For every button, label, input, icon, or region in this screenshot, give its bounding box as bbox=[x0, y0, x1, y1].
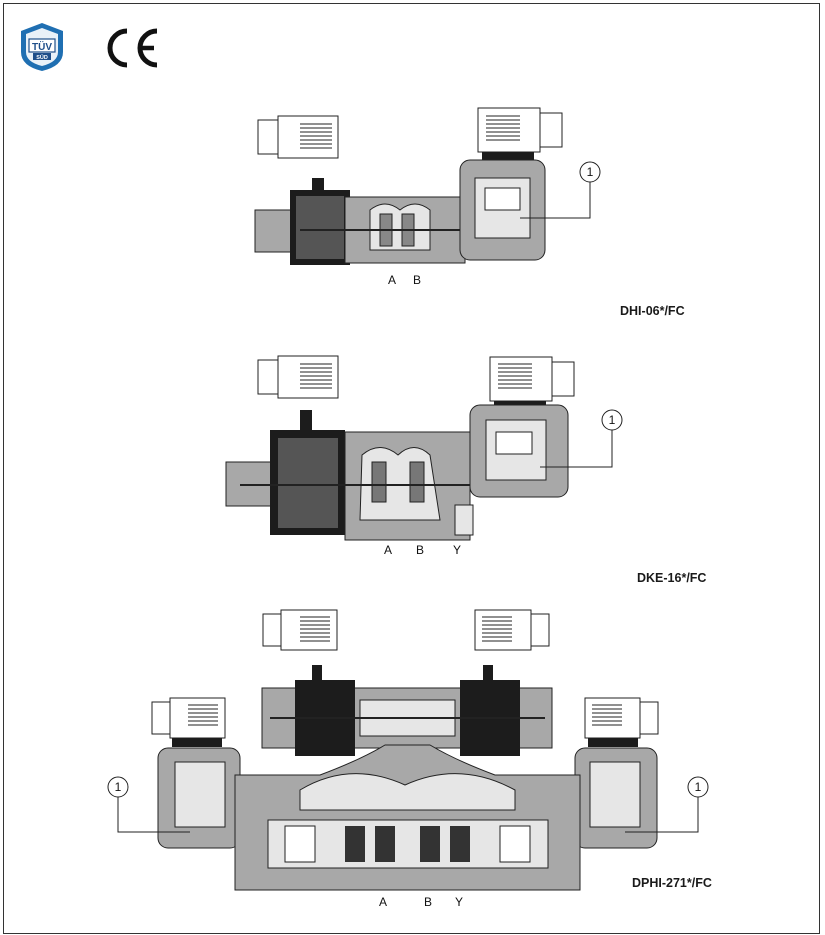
connector-plug-side-right bbox=[584, 697, 659, 747]
valve-body-dhi-06 bbox=[254, 159, 546, 265]
callout-marker-right: 1 bbox=[625, 776, 709, 833]
callout-marker: 1 bbox=[540, 409, 623, 468]
model-label-dke-16: DKE-16*/FC bbox=[637, 571, 707, 585]
callout-number: 1 bbox=[115, 780, 122, 794]
valve-body-dke-16 bbox=[225, 404, 569, 541]
port-label-b: B bbox=[424, 895, 432, 909]
connector-plug-left bbox=[257, 115, 339, 159]
model-label-dhi-06: DHI-06*/FC bbox=[620, 304, 685, 318]
callout-number: 1 bbox=[695, 780, 702, 794]
connector-plug-left bbox=[257, 355, 339, 399]
connector-plug-top-right bbox=[474, 609, 550, 651]
port-label-b: B bbox=[416, 543, 424, 557]
tuv-sud-logo: TÜV SÜD bbox=[21, 23, 63, 71]
callout-marker-left: 1 bbox=[107, 776, 190, 833]
model-label-dphi-271: DPHI-271*/FC bbox=[632, 876, 712, 890]
svg-text:SÜD: SÜD bbox=[36, 54, 48, 61]
connector-plug-side-left bbox=[151, 697, 226, 747]
port-label-y: Y bbox=[453, 543, 461, 557]
main-valve-body bbox=[157, 744, 658, 891]
port-label-b: B bbox=[413, 273, 421, 287]
port-label-a: A bbox=[388, 273, 396, 287]
ce-mark-logo bbox=[107, 28, 158, 68]
port-label-a: A bbox=[384, 543, 392, 557]
pilot-valve-stage bbox=[261, 665, 553, 756]
svg-text:TÜV: TÜV bbox=[32, 40, 52, 53]
port-label-a: A bbox=[379, 895, 387, 909]
connector-plug-top-left bbox=[262, 609, 338, 651]
callout-number: 1 bbox=[609, 413, 616, 427]
port-label-y: Y bbox=[455, 895, 463, 909]
callout-number: 1 bbox=[587, 165, 594, 179]
connector-plug-right bbox=[477, 107, 563, 162]
callout-marker: 1 bbox=[520, 161, 601, 219]
